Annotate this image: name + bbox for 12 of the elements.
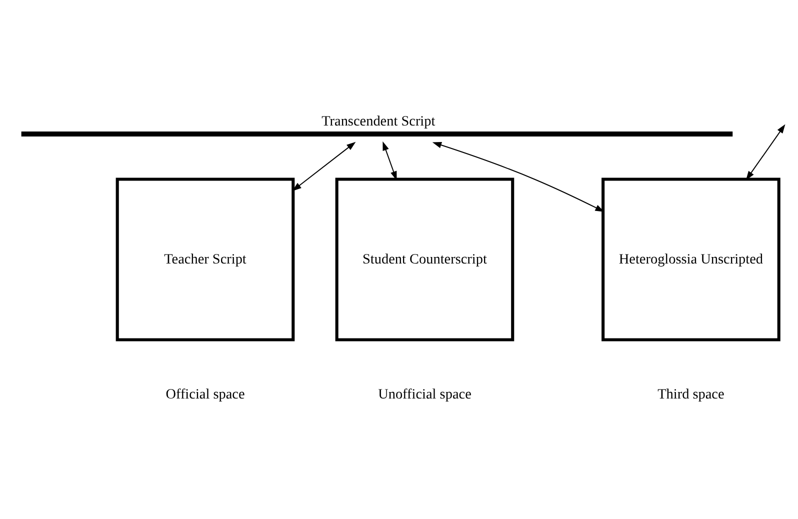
node-label: Unofficial space <box>378 386 472 402</box>
arrow <box>746 124 786 180</box>
arrow <box>432 142 604 212</box>
node-box: Heteroglossia Unscripted <box>602 178 780 342</box>
node-label: Third space <box>658 386 724 402</box>
node-label: Transcendent Script <box>322 114 436 130</box>
node-box: Teacher Script <box>116 178 295 342</box>
arrow <box>292 142 356 192</box>
node-label: Official space <box>166 386 245 402</box>
arrow <box>382 141 397 180</box>
node-box <box>21 131 733 137</box>
node-box: Student Counterscript <box>335 178 514 342</box>
